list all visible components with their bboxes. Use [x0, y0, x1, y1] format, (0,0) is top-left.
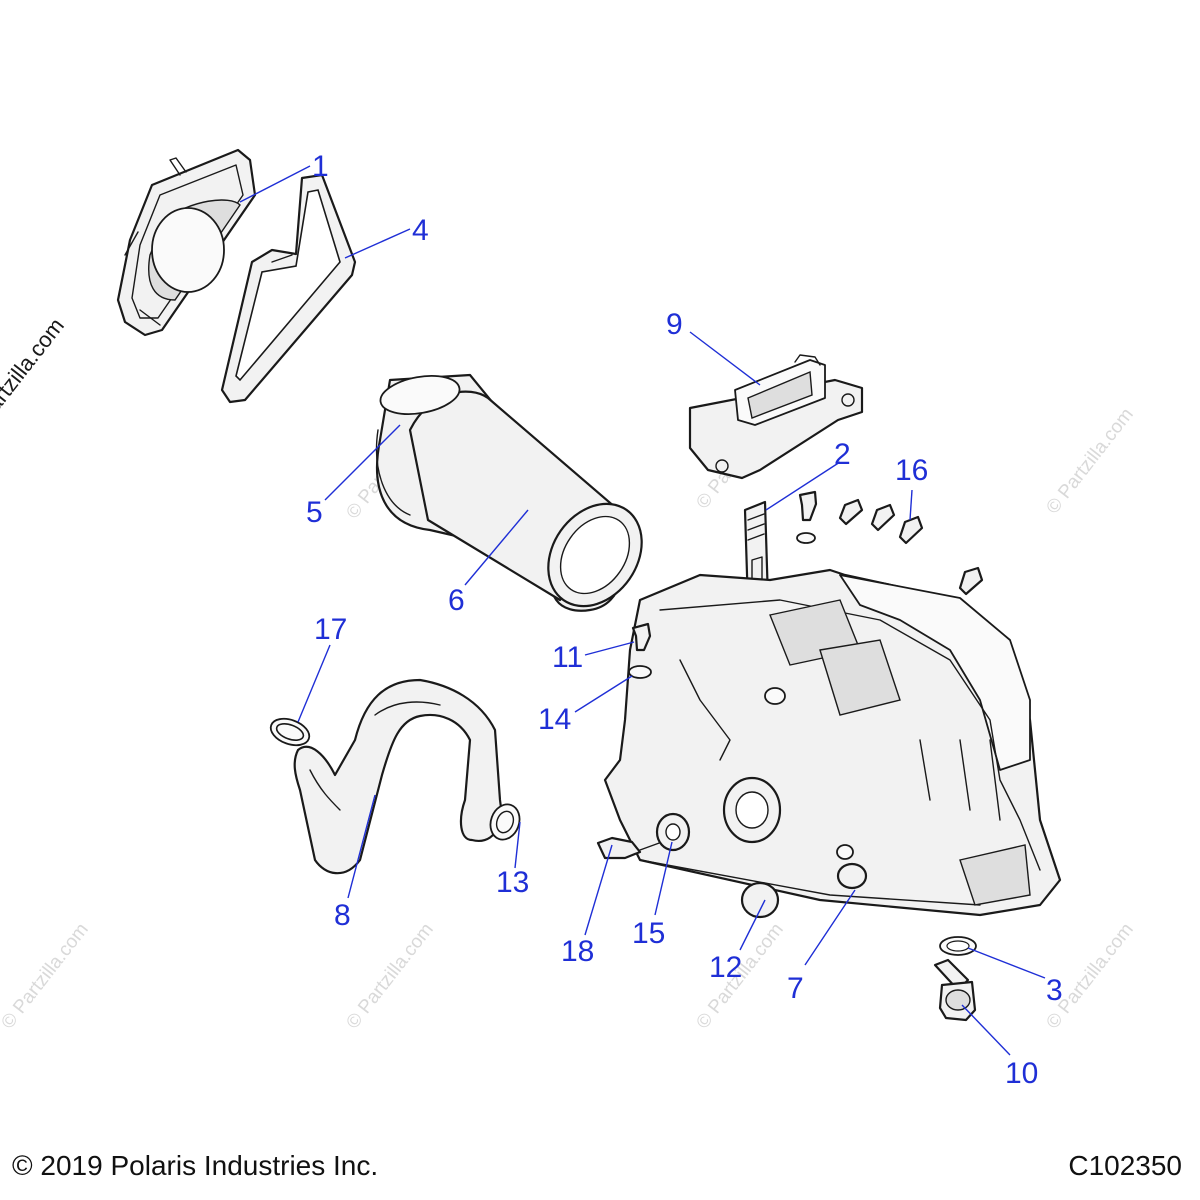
part-17-clamp: [269, 717, 311, 747]
part-3-o-ring: [939, 936, 977, 956]
part-10-drain-valve: [933, 958, 977, 1022]
callout-13: 13: [496, 866, 529, 899]
callout-2: 2: [834, 438, 851, 471]
callout-11: 11: [552, 641, 583, 674]
watermark-tile: © Partzilla.com: [342, 919, 437, 1033]
leader-line-17: [297, 644, 331, 723]
part-7-airbox-housing: [603, 568, 1062, 917]
callout-16: 16: [895, 454, 928, 487]
callout-3: 3: [1046, 974, 1063, 1007]
leader-line-3: [967, 947, 1046, 979]
callout-7: 7: [787, 972, 804, 1005]
part-8-hose: [293, 678, 503, 875]
callout-6: 6: [448, 584, 465, 617]
watermark-tile: © Partzilla.com: [0, 919, 93, 1033]
callout-10: 10: [1005, 1057, 1038, 1090]
leader-lines: [239, 165, 1046, 1056]
part-13-clamp: [489, 803, 521, 841]
part-16-bolts: [796, 490, 984, 596]
callout-18: 18: [561, 935, 594, 968]
part-9-bracket: [688, 354, 864, 480]
part-4-seal-frame: [220, 173, 357, 404]
callout-15: 15: [632, 917, 665, 950]
leader-line-14: [574, 675, 633, 713]
part-11-14-bolt-washer: [628, 622, 652, 679]
leader-line-11: [584, 641, 635, 656]
leader-line-6: [464, 509, 529, 586]
leader-line-9: [689, 331, 761, 386]
callout-9: 9: [666, 308, 683, 341]
leader-line-15: [654, 841, 673, 916]
part-12-plug: [740, 881, 780, 919]
callout-17: 17: [314, 613, 347, 646]
callout-1: 1: [312, 150, 329, 183]
callout-5: 5: [306, 496, 323, 529]
leader-line-18: [584, 844, 613, 936]
watermark-tile: © Partzilla.com: [1042, 404, 1137, 518]
leader-line-5: [324, 424, 401, 501]
leader-line-4: [344, 228, 411, 259]
leader-line-8: [347, 794, 376, 899]
leader-line-12: [739, 899, 766, 951]
callout-8: 8: [334, 899, 351, 932]
diagram-code: C102350: [1068, 1150, 1182, 1181]
leader-line-2: [765, 461, 841, 511]
part-1-intake-cover: [116, 148, 257, 337]
copyright-text: © 2019 Polaris Industries Inc.: [12, 1150, 379, 1181]
part-5-6-air-filter: [375, 373, 643, 612]
callout-4: 4: [412, 214, 429, 247]
callout-labels: 1 2 3 4 5 6 7 8 9 10 11 12 13 14 15 16 1…: [306, 150, 1063, 1090]
leader-line-13: [514, 821, 521, 869]
callout-12: 12: [709, 951, 742, 984]
part-18-fitting: [596, 836, 663, 860]
leader-line-16: [909, 489, 913, 521]
leader-line-10: [961, 1004, 1011, 1056]
callout-14: 14: [538, 703, 571, 736]
leader-line-7: [804, 889, 856, 966]
leader-line-1: [239, 165, 311, 203]
part-15-grommet: [655, 812, 691, 852]
